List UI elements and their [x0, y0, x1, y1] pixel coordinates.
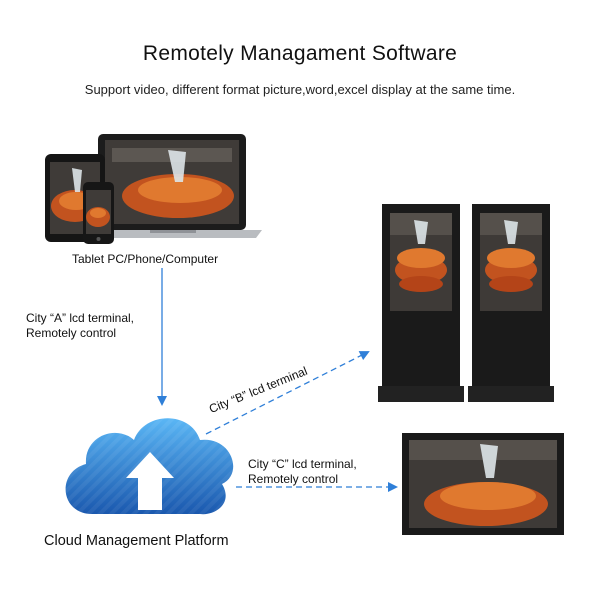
city-c-line2: Remotely control	[248, 472, 339, 486]
devices-label: Tablet PC/Phone/Computer	[72, 252, 219, 266]
cloud-platform-label: Cloud Management Platform	[44, 533, 229, 549]
city-c-label: City “C” lcd terminal, Remotely control	[248, 457, 357, 487]
arrow-to-city-b	[205, 351, 370, 435]
standing-kiosk-2-icon	[468, 204, 554, 402]
city-a-line1: City “A” lcd terminal,	[26, 311, 135, 325]
standing-kiosk-1-icon	[378, 204, 464, 402]
laptop-icon	[84, 134, 262, 238]
wall-monitor-icon	[402, 433, 564, 535]
city-c-line1: City “C” lcd terminal,	[248, 457, 357, 471]
page-title: Remotely Managament Software	[142, 42, 458, 65]
phone-icon	[83, 182, 114, 244]
page-subtitle: Support video, different format picture,…	[84, 82, 516, 97]
cloud-icon	[65, 418, 234, 515]
city-a-label: City “A” lcd terminal, Remotely control	[26, 311, 134, 341]
city-a-line2: Remotely control	[26, 326, 117, 340]
